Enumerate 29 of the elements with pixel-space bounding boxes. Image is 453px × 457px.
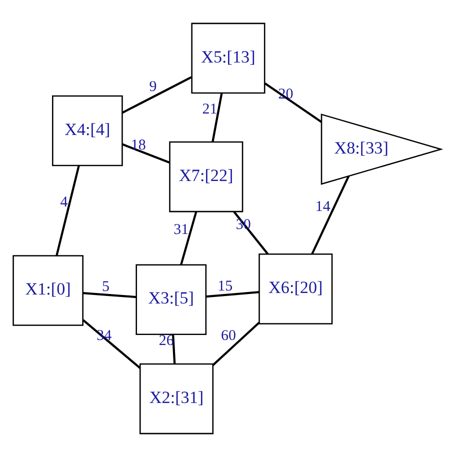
edge-label: 18: [130, 137, 146, 154]
connector: [232, 210, 268, 255]
edge-label: 9: [148, 78, 156, 95]
connector: [206, 291, 259, 298]
connector: [55, 165, 80, 256]
edge-label: 31: [173, 222, 188, 238]
node-box: X7:[22]: [168, 141, 243, 212]
connector: [212, 322, 260, 366]
connector: [310, 176, 350, 254]
node-box: X1:[0]: [12, 255, 83, 326]
connector: [211, 92, 222, 142]
edge-label: 15: [217, 278, 232, 294]
edge-label: 21: [202, 101, 217, 118]
edge-label: 14: [314, 199, 330, 216]
connector: [82, 292, 136, 298]
connector: [180, 211, 197, 266]
node-box: X6:[20]: [258, 254, 332, 324]
node-box: X3:[5]: [135, 264, 206, 336]
edge-label: 60: [220, 328, 236, 344]
connector: [122, 143, 170, 164]
node-box: X5:[13]: [190, 22, 265, 94]
connector: [171, 334, 176, 364]
edge-label: 5: [102, 279, 110, 295]
connector: [82, 319, 140, 369]
connector: [264, 82, 322, 123]
node-box: X2:[31]: [138, 363, 214, 434]
node-box: X4:[4]: [52, 95, 122, 166]
connector: [121, 76, 192, 114]
edge-label: 4: [60, 194, 68, 211]
